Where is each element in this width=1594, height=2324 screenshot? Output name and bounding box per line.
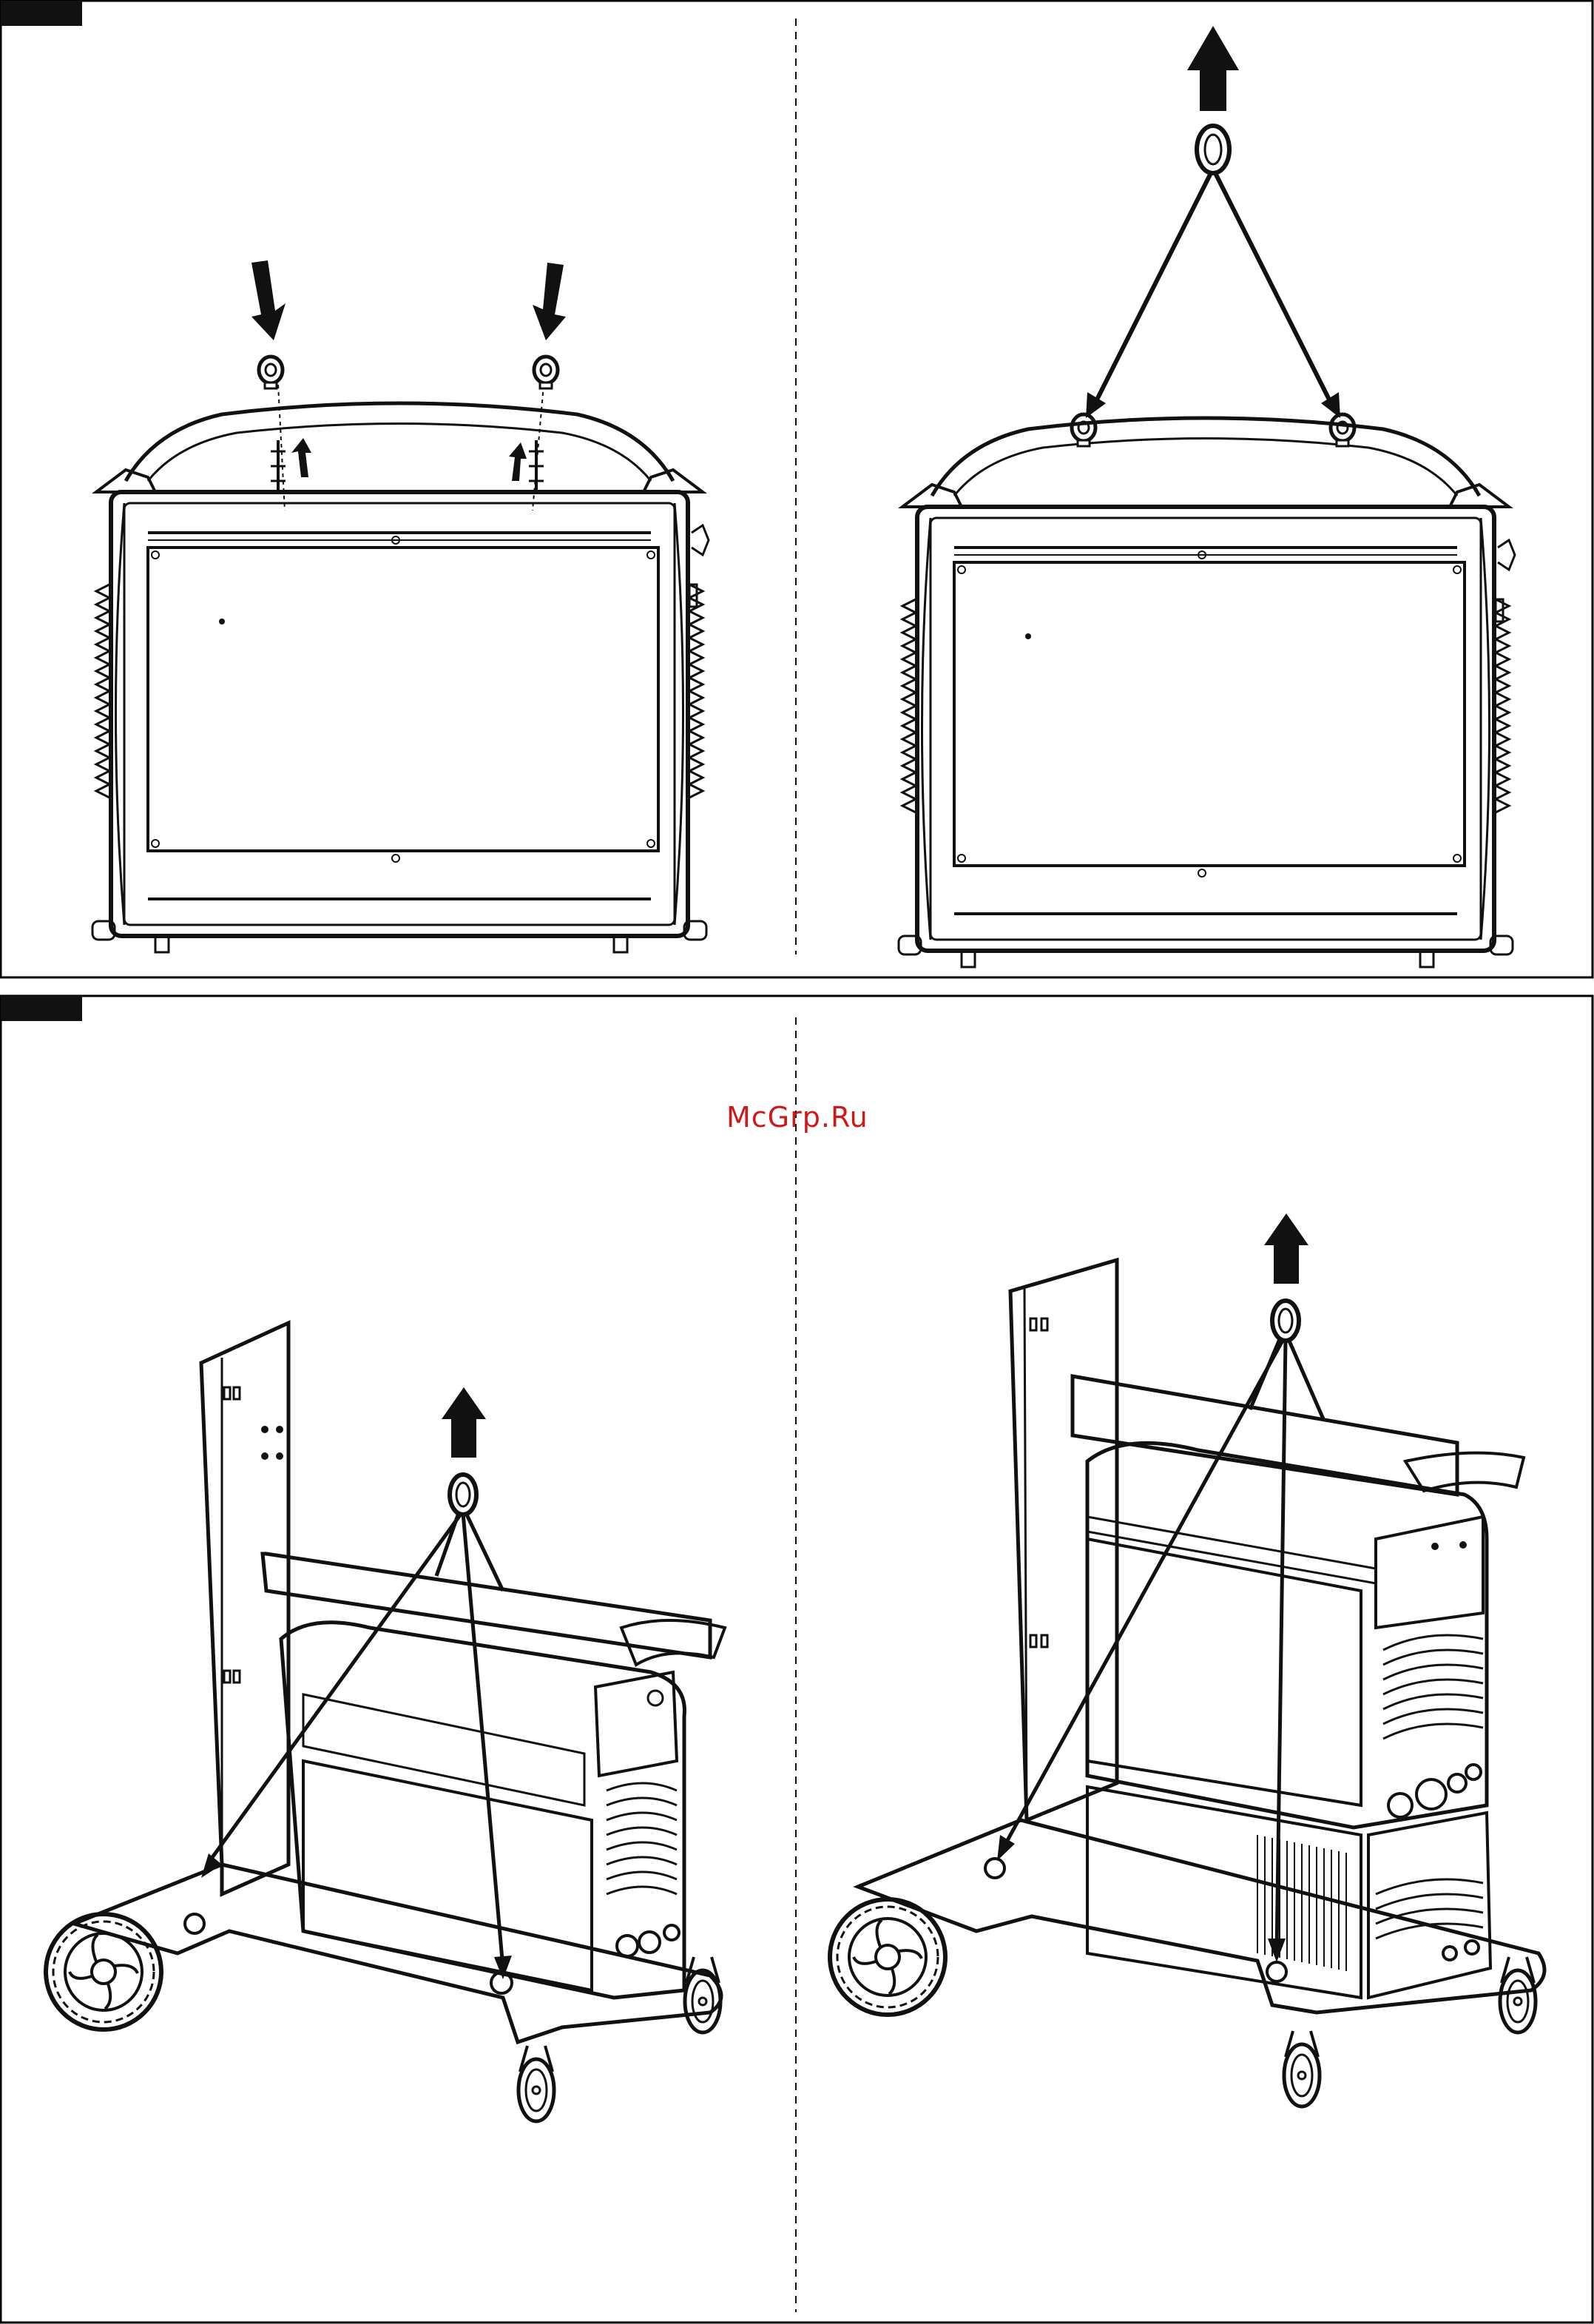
caster-icon <box>1284 2031 1320 2106</box>
lifting-ring-icon <box>450 1475 476 1515</box>
arrow-up-icon <box>1264 1213 1308 1284</box>
wheel-icon <box>830 1899 945 2015</box>
lifting-ring-icon <box>1272 1301 1299 1341</box>
arrow-up-icon <box>509 442 527 481</box>
arrow-down-icon <box>251 260 286 340</box>
welder-side-view-left <box>92 260 709 952</box>
trolley-welder-right <box>830 1213 1544 2106</box>
eyebolt-icon <box>534 357 558 388</box>
eyebolt-icon <box>1331 414 1354 446</box>
arrow-down-icon <box>533 263 566 340</box>
eyebolt-icon <box>1072 414 1095 446</box>
welder-side-view-right <box>899 26 1515 967</box>
eyebolt-icon <box>259 357 283 388</box>
caster-icon <box>519 2046 554 2121</box>
arrow-up-icon <box>291 438 311 477</box>
panel-top <box>1 1 1593 977</box>
trolley-welder-left <box>46 1323 725 2121</box>
caster-icon <box>685 1957 720 2032</box>
arrow-up-icon <box>1187 26 1239 111</box>
panel-bottom <box>1 996 1593 2323</box>
arrow-up-icon <box>442 1387 486 1458</box>
panel-bottom-tab <box>1 996 82 1021</box>
lifting-ring-icon <box>1197 126 1229 173</box>
watermark-text: McGrp.Ru <box>726 1101 868 1134</box>
panel-top-tab <box>1 1 82 26</box>
